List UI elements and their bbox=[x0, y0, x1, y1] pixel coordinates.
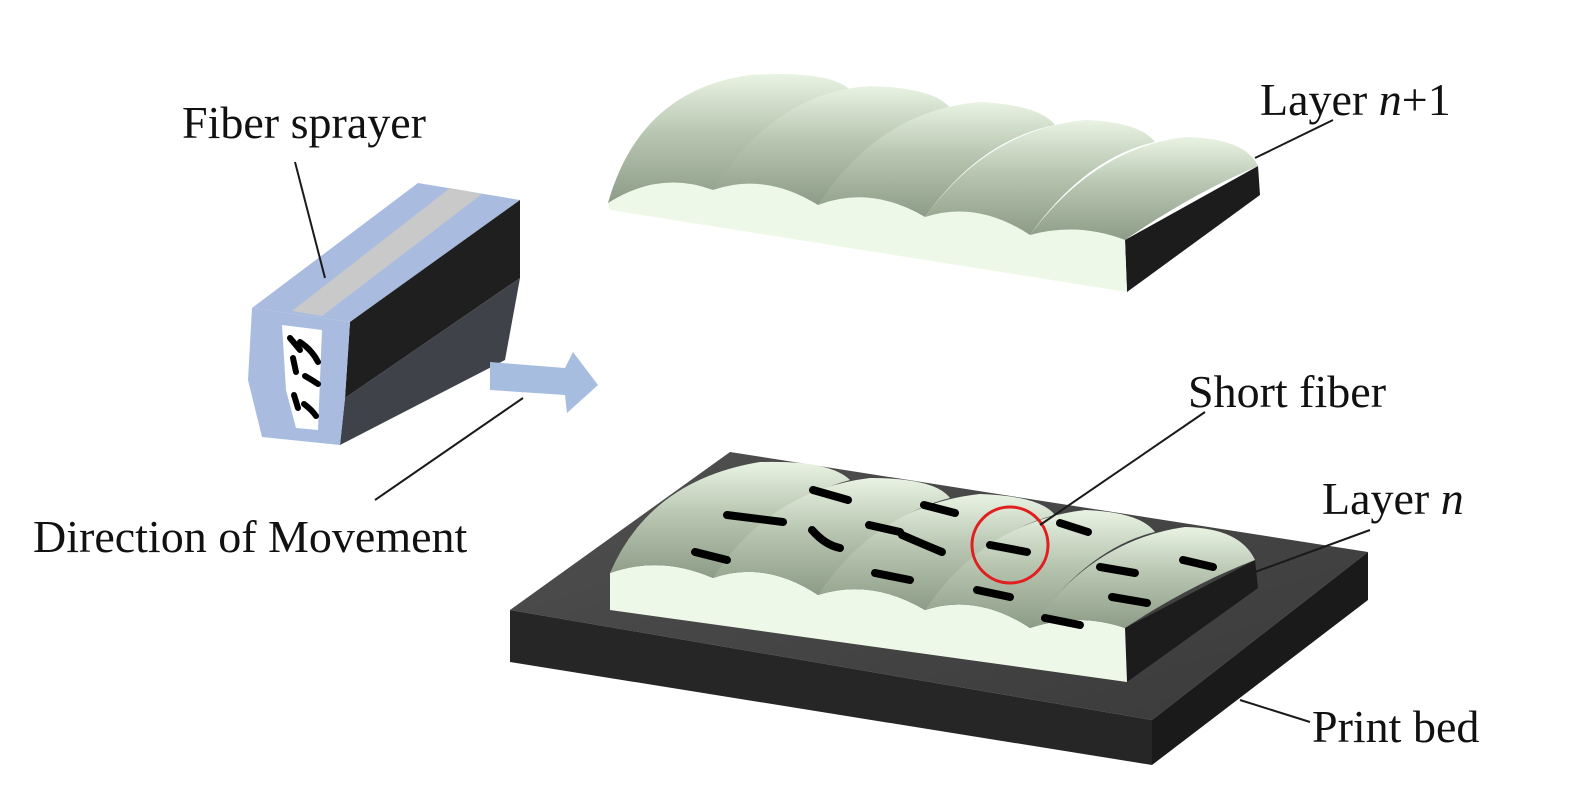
layer-n-bead-1 bbox=[610, 461, 850, 578]
leader-short-fiber bbox=[1039, 411, 1206, 526]
short-fiber-mark bbox=[1096, 563, 1139, 577]
short-fiber-mark bbox=[691, 548, 731, 564]
short-fiber-mark bbox=[723, 511, 787, 526]
fiber-sprayer bbox=[248, 183, 520, 445]
layer-n-bead-5 bbox=[1030, 527, 1255, 628]
sprayer-fiber-mark bbox=[302, 373, 321, 387]
short-fiber-mark bbox=[871, 569, 914, 584]
sprayer-fiber-mark bbox=[301, 401, 319, 419]
layer-n-right-side bbox=[1125, 560, 1258, 682]
short-fiber-mark bbox=[1056, 519, 1092, 536]
layer-n bbox=[610, 461, 1258, 682]
short-fiber-highlight-circle bbox=[970, 505, 1050, 585]
short-fiber-mark bbox=[973, 586, 1014, 601]
layer-n-plus-1 bbox=[608, 74, 1260, 292]
layer-n1-right-side bbox=[1125, 166, 1260, 292]
label-layer-n-plus-1: Layer n+1 bbox=[1260, 74, 1451, 125]
label-print-bed: Print bed bbox=[1312, 701, 1479, 752]
short-fiber-mark bbox=[898, 531, 946, 556]
print-bed-front bbox=[510, 610, 1152, 765]
layer-n1-front-face bbox=[608, 182, 1127, 292]
movement-arrow bbox=[490, 352, 598, 413]
sprayer-fiber-mark bbox=[291, 392, 301, 411]
short-fiber-mark bbox=[1179, 556, 1217, 571]
layer-n-front-face bbox=[610, 565, 1127, 682]
layer-n1-bead-1 bbox=[608, 74, 850, 203]
short-fiber-mark bbox=[808, 526, 844, 552]
short-fiber-mark bbox=[986, 541, 1031, 556]
leader-fiber-sprayer bbox=[294, 161, 326, 279]
layer-n1-bead-5 bbox=[1030, 137, 1258, 240]
short-fiber-mark bbox=[1108, 593, 1151, 607]
short-fiber-mark bbox=[809, 486, 852, 504]
short-fibers bbox=[691, 486, 1217, 629]
label-direction-of-movement: Direction of Movement bbox=[33, 511, 468, 562]
label-fiber-sprayer: Fiber sprayer bbox=[182, 97, 426, 148]
leader-layer-n1 bbox=[1254, 119, 1334, 159]
leader-direction-of-movement bbox=[374, 397, 524, 501]
leader-layer-n bbox=[1254, 529, 1371, 573]
short-fiber-mark bbox=[1041, 614, 1084, 629]
label-layer-n: Layer n bbox=[1322, 473, 1464, 524]
sprayer-fiber-mark bbox=[297, 339, 321, 365]
layer-n1-bead-4 bbox=[925, 120, 1155, 235]
print-bed-side bbox=[1152, 552, 1368, 765]
leader-print-bed bbox=[1239, 699, 1311, 723]
sprayer-side-face bbox=[345, 200, 520, 398]
short-fiber-mark bbox=[865, 521, 904, 536]
sprayer-fiber-mark bbox=[287, 335, 303, 353]
layer-n1-bead-2 bbox=[713, 86, 950, 205]
sprayer-side-lower-face bbox=[340, 278, 520, 445]
sprayer-fiber-mark bbox=[290, 355, 299, 375]
sprayer-top-stripe bbox=[292, 188, 482, 316]
short-fiber-mark bbox=[920, 501, 959, 517]
layer-n1-bead-3 bbox=[818, 102, 1055, 217]
label-short-fiber: Short fiber bbox=[1188, 366, 1386, 417]
layer-n-bead-2 bbox=[713, 478, 950, 595]
